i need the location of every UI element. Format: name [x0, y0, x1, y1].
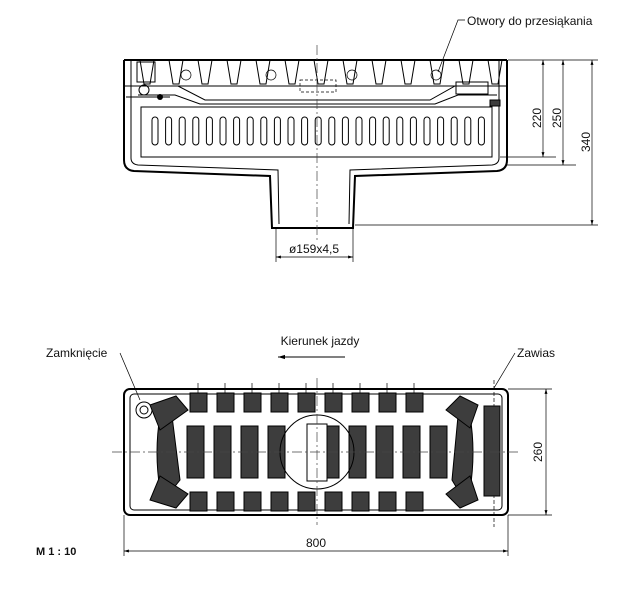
basket-slot — [273, 116, 281, 146]
basket-slot — [437, 116, 445, 146]
grate-tooth — [226, 59, 242, 85]
seepage-hole — [346, 69, 358, 81]
basket-slot — [423, 116, 431, 146]
basket-slots — [151, 116, 485, 146]
grate-tooth — [458, 59, 474, 85]
grate-bar-bottom — [216, 491, 235, 512]
basket-slot — [382, 116, 390, 146]
seepage-hole — [265, 69, 277, 81]
lock-label: Zamknięcie — [46, 346, 108, 360]
grate-bar-bottom — [189, 491, 208, 512]
basket-slot — [477, 116, 485, 146]
grate-bar-top — [270, 392, 289, 413]
seepage-leader — [437, 19, 465, 73]
grate-frame — [138, 85, 497, 101]
basket-slot — [396, 116, 404, 146]
grate-tooth — [400, 59, 416, 85]
grate-bar-top — [378, 392, 397, 413]
grate-bar-bottom — [297, 491, 316, 512]
dim-220-text: 220 — [530, 108, 544, 128]
grate-bar-bottom — [405, 491, 424, 512]
grate-corner-top-left — [149, 395, 189, 431]
grate-tooth — [313, 59, 329, 85]
grate-tooth — [197, 59, 213, 85]
grate-bar-top — [351, 392, 370, 413]
seepage-label: Otwory do przesiąkania — [467, 14, 593, 28]
grate-tooth — [255, 59, 271, 85]
basket-slot — [165, 116, 173, 146]
dim-pipe-text: ø159x4,5 — [289, 242, 339, 256]
hinge-label: Zawias — [517, 346, 555, 360]
basket-slot — [287, 116, 295, 146]
grate-tooth — [371, 59, 387, 85]
basket-slot — [341, 116, 349, 146]
dim-800-text: 800 — [306, 536, 326, 550]
grate-tooth — [487, 59, 503, 85]
grate-teeth — [139, 59, 503, 85]
section-view: Otwory do przesiąkania 220 250 340 ø159x… — [123, 14, 598, 262]
basket-slot — [219, 116, 227, 146]
plan-grate — [149, 383, 501, 512]
hinge-leader — [493, 352, 516, 389]
lock-body — [136, 61, 156, 83]
seepage-hole — [180, 69, 192, 81]
basket-slot — [409, 116, 417, 146]
grate-bar-top — [189, 392, 208, 413]
hinge-bar — [483, 405, 501, 497]
hinge-pin — [489, 99, 501, 107]
grate-side-bar-left — [156, 415, 181, 491]
grate-bar-top — [405, 392, 424, 413]
dim-340-text: 340 — [579, 132, 593, 152]
grate-corner-bottom-left — [149, 475, 189, 509]
basket-slot — [301, 116, 309, 146]
lock-leader — [119, 352, 141, 401]
grate-bar-bottom — [378, 491, 397, 512]
grate-bar-top — [216, 392, 235, 413]
basket-slot — [192, 116, 200, 146]
center-hatch — [299, 79, 337, 93]
basket-slot — [328, 116, 336, 146]
lock-dot — [157, 94, 163, 100]
grate-frame-lower — [138, 94, 497, 105]
grate-bar-bottom — [270, 491, 289, 512]
seepage-hole — [430, 69, 442, 81]
grate-corner-bottom-right — [445, 475, 479, 509]
hinge-block — [455, 81, 489, 95]
dim-250-text: 250 — [550, 108, 564, 128]
travel-direction-label: Kierunek jazdy — [281, 334, 360, 348]
lock-circle-inner — [139, 405, 149, 415]
grate-bar-bottom — [243, 491, 262, 512]
lock-circle — [135, 401, 153, 419]
grate-bar-top — [324, 392, 343, 413]
scale-label: M 1 : 10 — [36, 546, 76, 558]
basket-slot — [151, 116, 159, 146]
basket-slot — [178, 116, 186, 146]
grate-tooth — [139, 59, 155, 85]
grate-bar-bottom — [324, 491, 343, 512]
grate-bar-top — [243, 392, 262, 413]
grate-bar-top — [297, 392, 316, 413]
plan-view: Kierunek jazdy Zamknięcie Zawias 260 800 — [36, 334, 555, 558]
basket-slot — [314, 116, 322, 146]
basket-slot — [369, 116, 377, 146]
grate-side-bar-right — [451, 415, 474, 491]
basket-slot — [355, 116, 363, 146]
lock-bolt — [138, 84, 150, 96]
basket-slot — [464, 116, 472, 146]
grate-corner-top-right — [445, 395, 479, 429]
dim-260-text: 260 — [531, 442, 545, 462]
basket-slot — [260, 116, 268, 146]
grate-bar-bottom — [351, 491, 370, 512]
grate-tooth — [168, 59, 184, 85]
basket-slot — [450, 116, 458, 146]
basket-slot — [233, 116, 241, 146]
housing-outline — [123, 60, 508, 229]
grate-tooth — [284, 59, 300, 85]
grate-tooth — [342, 59, 358, 85]
housing-inner-wall — [130, 60, 500, 225]
basket-slot — [246, 116, 254, 146]
basket-slot — [205, 116, 213, 146]
